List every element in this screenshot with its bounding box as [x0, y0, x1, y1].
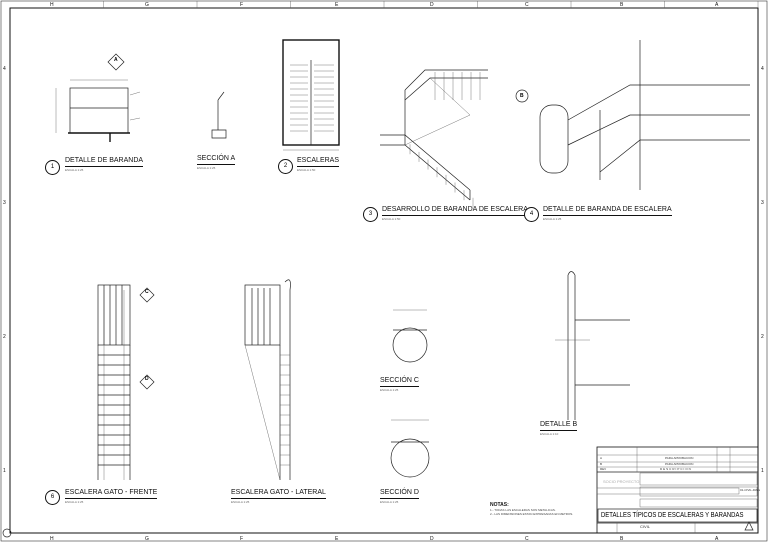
grid-marker: A — [715, 2, 719, 8]
grid-marker: G — [145, 2, 149, 8]
grid-marker: E — [335, 2, 339, 8]
detail-scale: ESCALA 1:25 — [380, 388, 399, 392]
inner-border — [9, 7, 759, 534]
detail-scale: ESCALA 1:10 — [540, 432, 559, 436]
drawing-title: DETALLES TÍPICOS DE ESCALERAS Y BARANDAS — [601, 512, 744, 519]
detail-title: ESCALERAS — [297, 157, 340, 167]
grid-marker: 3 — [761, 200, 764, 206]
section-d-drawing — [390, 419, 430, 478]
grid-marker: C — [525, 2, 529, 8]
notes: NOTAS: 1.- TODAS LAS ESCALERAS SON METAL… — [490, 502, 573, 516]
logo-icon — [2, 528, 12, 538]
sheet-code: 01-CIVIL-DWG — [740, 488, 761, 492]
discipline: CIVIL — [640, 524, 651, 529]
callout-c: C — [145, 289, 149, 295]
grid-marker: G — [145, 536, 149, 542]
escalera-gato-lateral-drawing — [244, 279, 291, 481]
grid-marker: H — [50, 2, 54, 8]
grid-marker: A — [715, 536, 719, 542]
detail-title: SECCIÓN D — [380, 489, 419, 499]
north-logo-icon — [744, 521, 754, 531]
detail-scale: ESCALA 1:25 — [65, 168, 84, 172]
title-block — [596, 446, 759, 534]
grid-marker: E — [335, 536, 339, 542]
grid-marker: C — [525, 536, 529, 542]
revision-a: A — [600, 456, 603, 460]
detail-title: DESARROLLO DE BARANDA DE ESCALERA — [382, 206, 528, 216]
detail-title: ESCALERA GATO - LATERAL — [231, 489, 326, 499]
grid-marker: B — [620, 536, 624, 542]
grid-marker: 1 — [761, 468, 764, 474]
note-item: 1.- TODAS LAS ESCALERAS SON METALICAS. — [490, 508, 556, 512]
callout-a-marker — [107, 53, 125, 71]
detail-scale: ESCALA 1:25 — [380, 500, 399, 504]
grid-marker: F — [240, 2, 243, 8]
detail-title: DETALLE B — [540, 421, 578, 431]
escaleras-drawing — [282, 39, 340, 151]
detail-title: SECCIÓN C — [380, 377, 419, 387]
detail-scale: ESCALA 1:50 — [382, 217, 401, 221]
revision-b-desc: PARA APROBACION — [665, 462, 694, 466]
notes-title: NOTAS: — [490, 502, 509, 508]
revision-a-desc: PARA APROBACION — [665, 456, 694, 460]
callout-a: A — [114, 57, 118, 63]
description-header: DESCRIPCION — [660, 467, 692, 471]
detail-scale: ESCALA 1:50 — [297, 168, 316, 172]
detail-scale: ESCALA 1:25 — [543, 217, 562, 221]
detail-number: 2 — [278, 159, 293, 174]
detail-number: 6 — [45, 490, 60, 505]
grid-marker: 4 — [3, 66, 6, 72]
detail-scale: ESCALA 1:25 — [231, 500, 250, 504]
detail-scale: ESCALA 1:25 — [197, 166, 216, 170]
callout-d: D — [145, 376, 149, 382]
grid-marker: 2 — [3, 334, 6, 340]
logo-text: SOCIO PROYECTO — [603, 479, 640, 484]
grid-marker: F — [240, 536, 243, 542]
detail-number: 1 — [45, 160, 60, 175]
detail-title: SECCIÓN A — [197, 155, 236, 165]
detail-scale: ESCALA 1:25 — [65, 500, 84, 504]
grid-marker: 1 — [3, 468, 6, 474]
grid-marker: 4 — [761, 66, 764, 72]
grid-marker: D — [430, 536, 434, 542]
section-c-drawing — [392, 309, 428, 363]
detail-title: ESCALERA GATO - FRENTE — [65, 489, 158, 499]
revision-b: B — [600, 462, 603, 466]
grid-marker: 3 — [3, 200, 6, 206]
row-markers: 4 4 3 3 2 2 1 1 — [3, 66, 764, 474]
escalera-gato-frente-drawing — [97, 284, 155, 480]
section-a-drawing — [211, 91, 227, 139]
desarrollo-drawing — [380, 69, 488, 208]
detail-baranda-drawing — [55, 53, 141, 142]
detail-number: 3 — [363, 207, 378, 222]
detalle-b-drawing — [555, 271, 630, 420]
detalle-baranda-escalera-drawing — [515, 40, 750, 190]
note-item: 2.- LAS DIMENSIONES ESTAN EXPRESADAS EN … — [490, 512, 574, 516]
callout-b: B — [520, 93, 524, 99]
detail-title: DETALLE DE BARANDA DE ESCALERA — [543, 206, 672, 216]
detail-title: DETALLE DE BARANDA — [65, 157, 144, 167]
revision-header: REV — [600, 467, 607, 471]
grid-marker: 2 — [761, 334, 764, 340]
detail-number: 4 — [524, 207, 539, 222]
grid-marker: B — [620, 2, 624, 8]
grid-marker: D — [430, 2, 434, 8]
grid-marker: H — [50, 536, 54, 542]
